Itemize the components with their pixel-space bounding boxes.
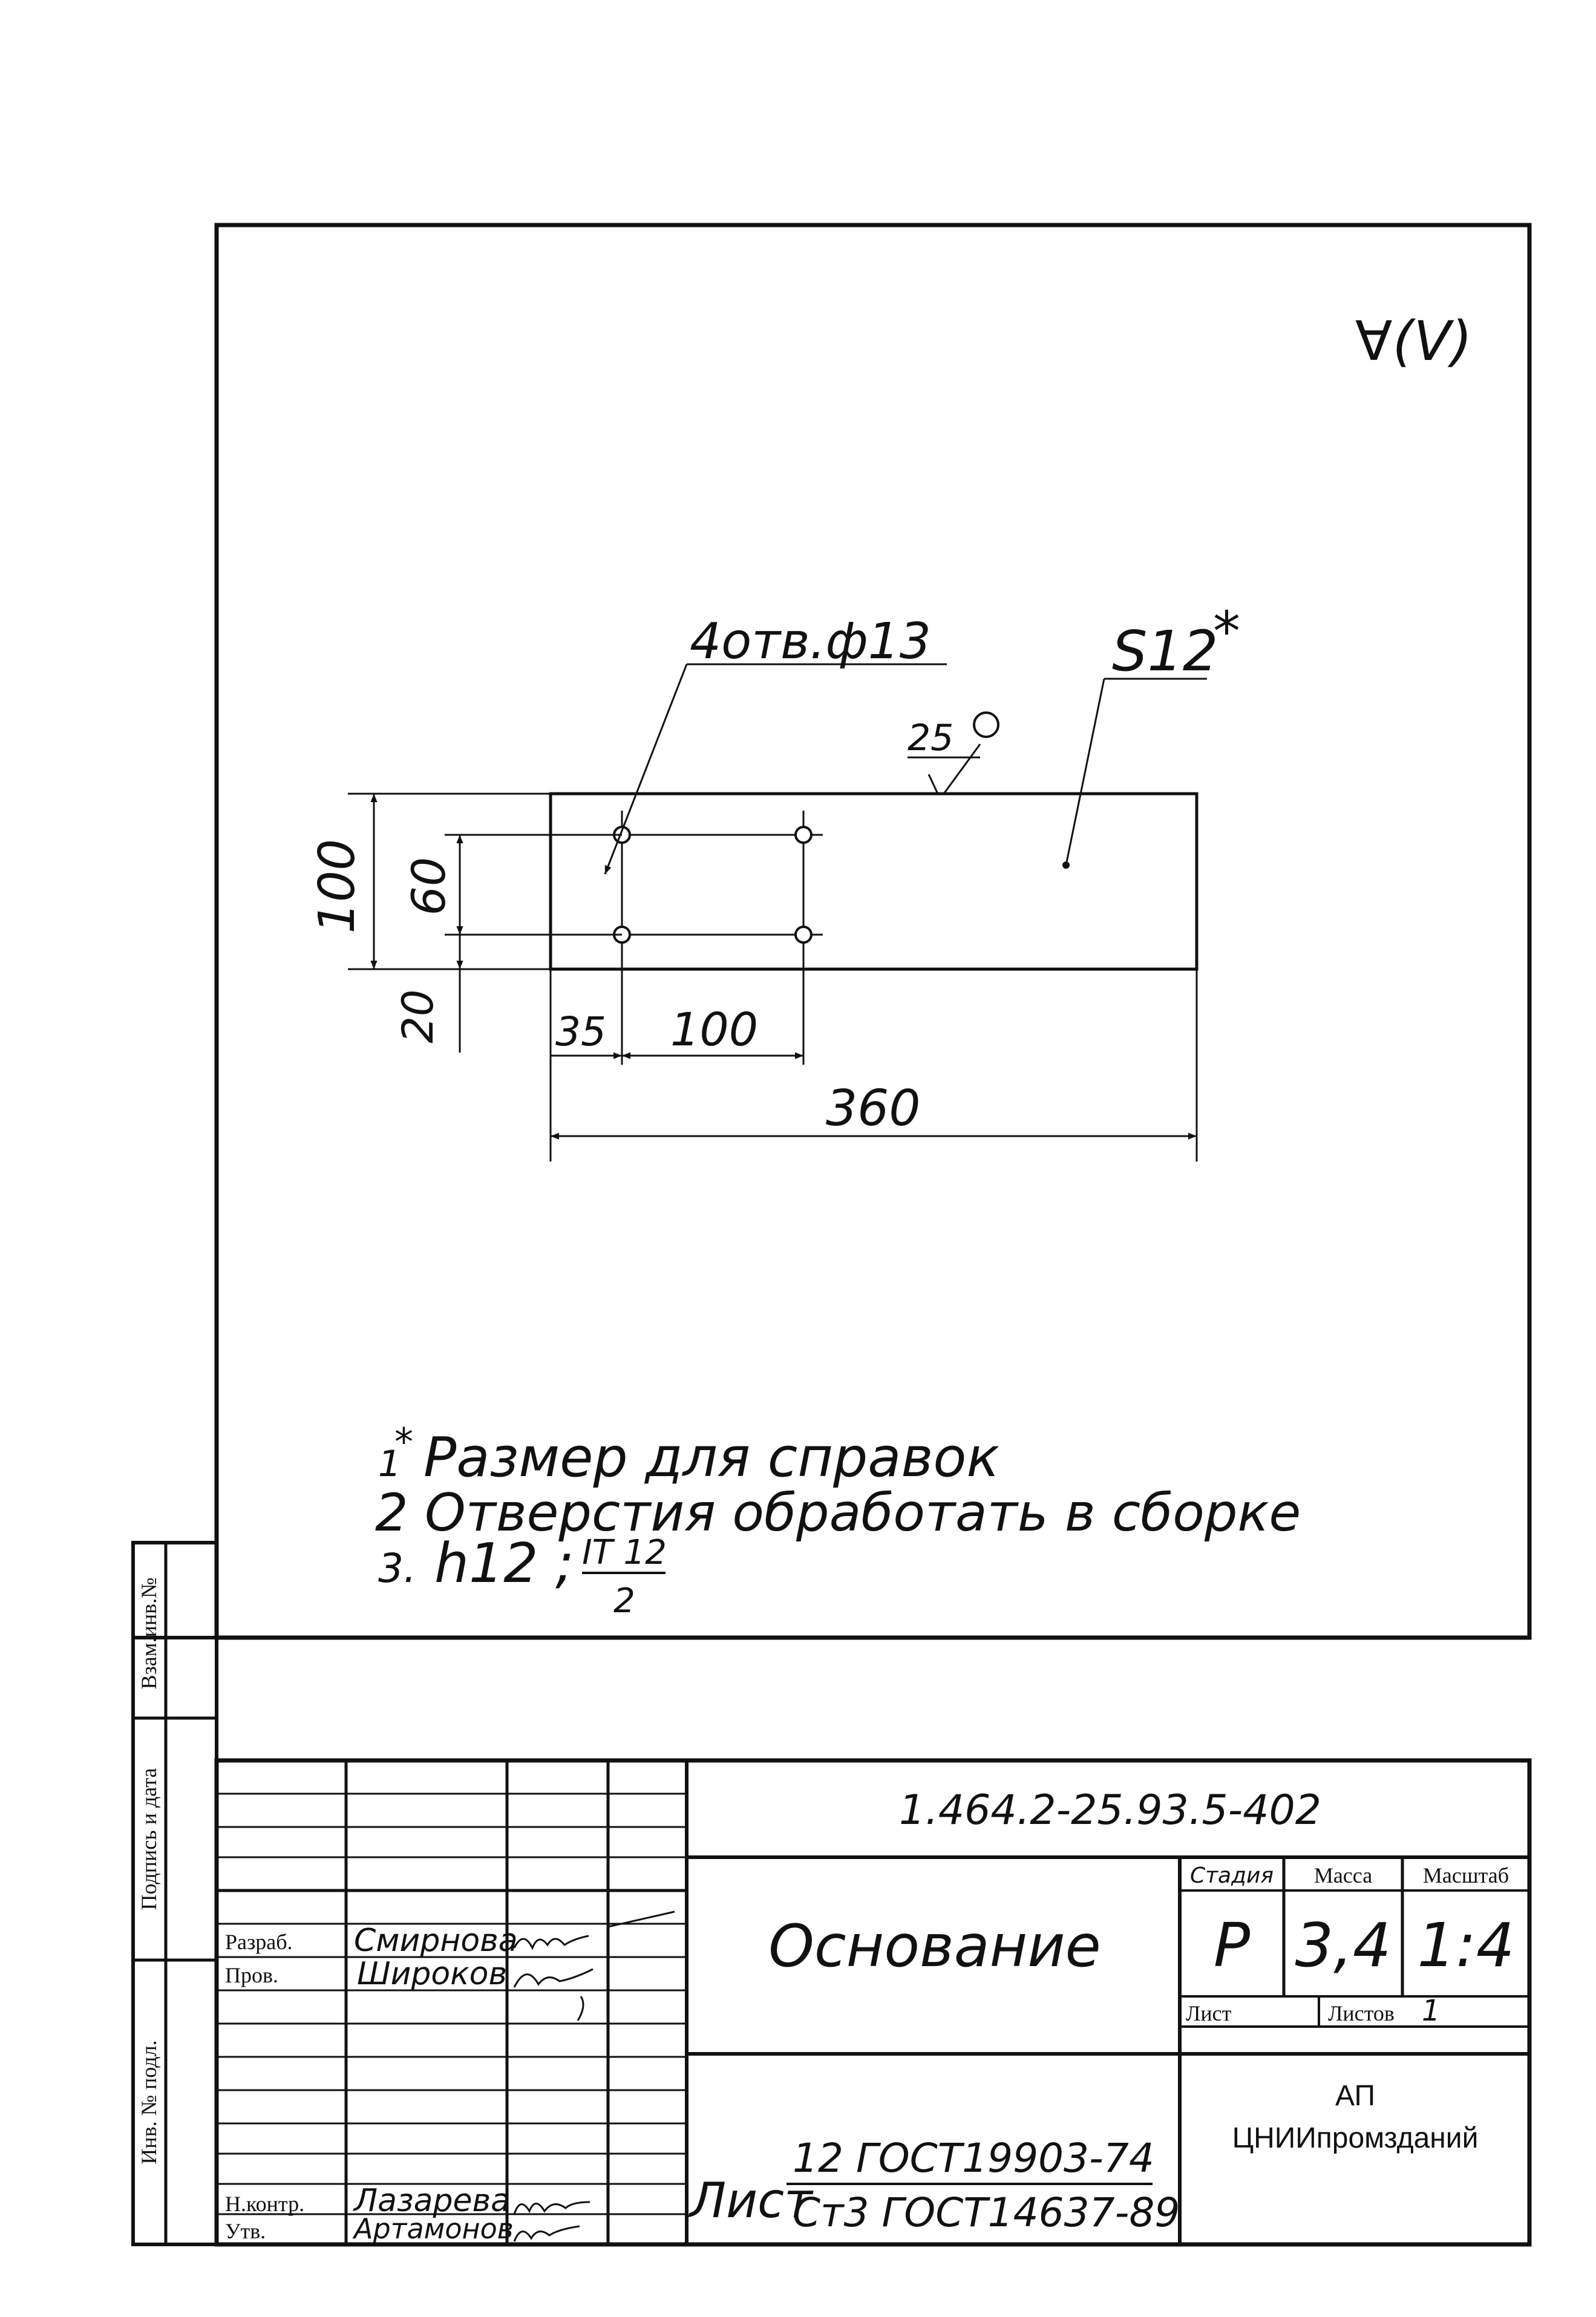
dim-hole-spacing-horizontal: 100 — [670, 1002, 758, 1056]
material-bottom: Ст3 ГОСТ14637-89 — [793, 2189, 1180, 2236]
mass-value: 3,4 — [1295, 1910, 1391, 1981]
mass-label: Масса — [1314, 1863, 1372, 1887]
role-label: Н.контр. — [225, 2192, 304, 2216]
dim-height-total: 100 — [309, 839, 366, 934]
stage-label: Стадия — [1190, 1863, 1274, 1888]
surface-roughness-value: 25 — [908, 717, 953, 759]
scale-value: 1:4 — [1418, 1910, 1515, 1981]
holes — [613, 826, 813, 944]
drawing-frame — [214, 223, 1532, 1640]
hole — [794, 826, 813, 844]
signature-nkontr — [513, 2201, 590, 2215]
sheet-label: Лист — [1186, 2001, 1232, 2025]
role-name: Широков — [357, 1956, 507, 1992]
signature-razrab — [513, 1910, 675, 1950]
signature-utv — [513, 2225, 580, 2242]
leaders — [604, 663, 1207, 875]
side-label-podpis-data: Подпись и дата — [137, 1768, 161, 1910]
roughness-circle-icon — [973, 711, 999, 738]
material-top: 12 ГОСТ19903-74 — [793, 2135, 1154, 2181]
part-title: Основание — [768, 1912, 1101, 1980]
side-label-vzam-inv: Взам.инв.№ — [137, 1578, 161, 1690]
note2-text: 2 Отверстия обработать в сборке — [375, 1483, 1301, 1543]
thickness-star: * — [1213, 600, 1240, 664]
note3-prefix: 3. — [378, 1545, 416, 1592]
part-outline — [549, 792, 1199, 971]
role-name: Артамонов — [352, 2212, 514, 2245]
dim-hole-offset-bottom: 20 — [393, 989, 443, 1043]
signature-prov — [513, 1968, 594, 2021]
sheets-value: 1 — [1422, 1994, 1441, 2028]
thickness-callout: S12 — [1112, 619, 1218, 684]
material-prefix: Лист — [688, 2172, 814, 2229]
note3-fraction-bottom: 2 — [613, 1581, 635, 1621]
dim-hole-spacing-vertical: 60 — [402, 857, 456, 916]
role-label: Разраб. — [225, 1930, 293, 1954]
sheets-label: Листов — [1328, 2001, 1395, 2025]
stage-value: Р — [1214, 1910, 1251, 1981]
hole — [794, 926, 813, 944]
note3-fraction-top: IT 12 — [582, 1533, 667, 1572]
signatures — [513, 1910, 675, 2242]
title-block — [214, 1758, 1532, 2247]
note3-text: h12 ; — [434, 1532, 574, 1595]
role-label: Утв. — [225, 2219, 266, 2243]
role-label: Пров. — [225, 1963, 278, 1987]
leader-dot — [1062, 861, 1070, 869]
note1-number: 1 — [378, 1443, 401, 1485]
organization-line1: АП — [1335, 2080, 1375, 2112]
organization-line2: ЦНИИпромзданий — [1232, 2122, 1479, 2154]
scale-label: Масштаб — [1423, 1863, 1509, 1887]
note1-text: Размер для справок — [424, 1426, 999, 1489]
holes-callout: 4отв.ф13 — [690, 613, 931, 670]
role-name: Лазарева — [353, 2183, 510, 2219]
roughness-symbol: ∀(V) — [1355, 310, 1472, 373]
dim-hole-offset-left: 35 — [555, 1008, 606, 1055]
side-label-inv-podl: Инв. № подл. — [137, 2040, 161, 2164]
dimension-lines — [348, 792, 1198, 1162]
document-code: 1.464.2-25.93.5-402 — [899, 1786, 1321, 1834]
role-name: Смирнова — [354, 1923, 518, 1959]
dim-length-total: 360 — [826, 1080, 921, 1137]
note1-star: * — [394, 1420, 413, 1464]
